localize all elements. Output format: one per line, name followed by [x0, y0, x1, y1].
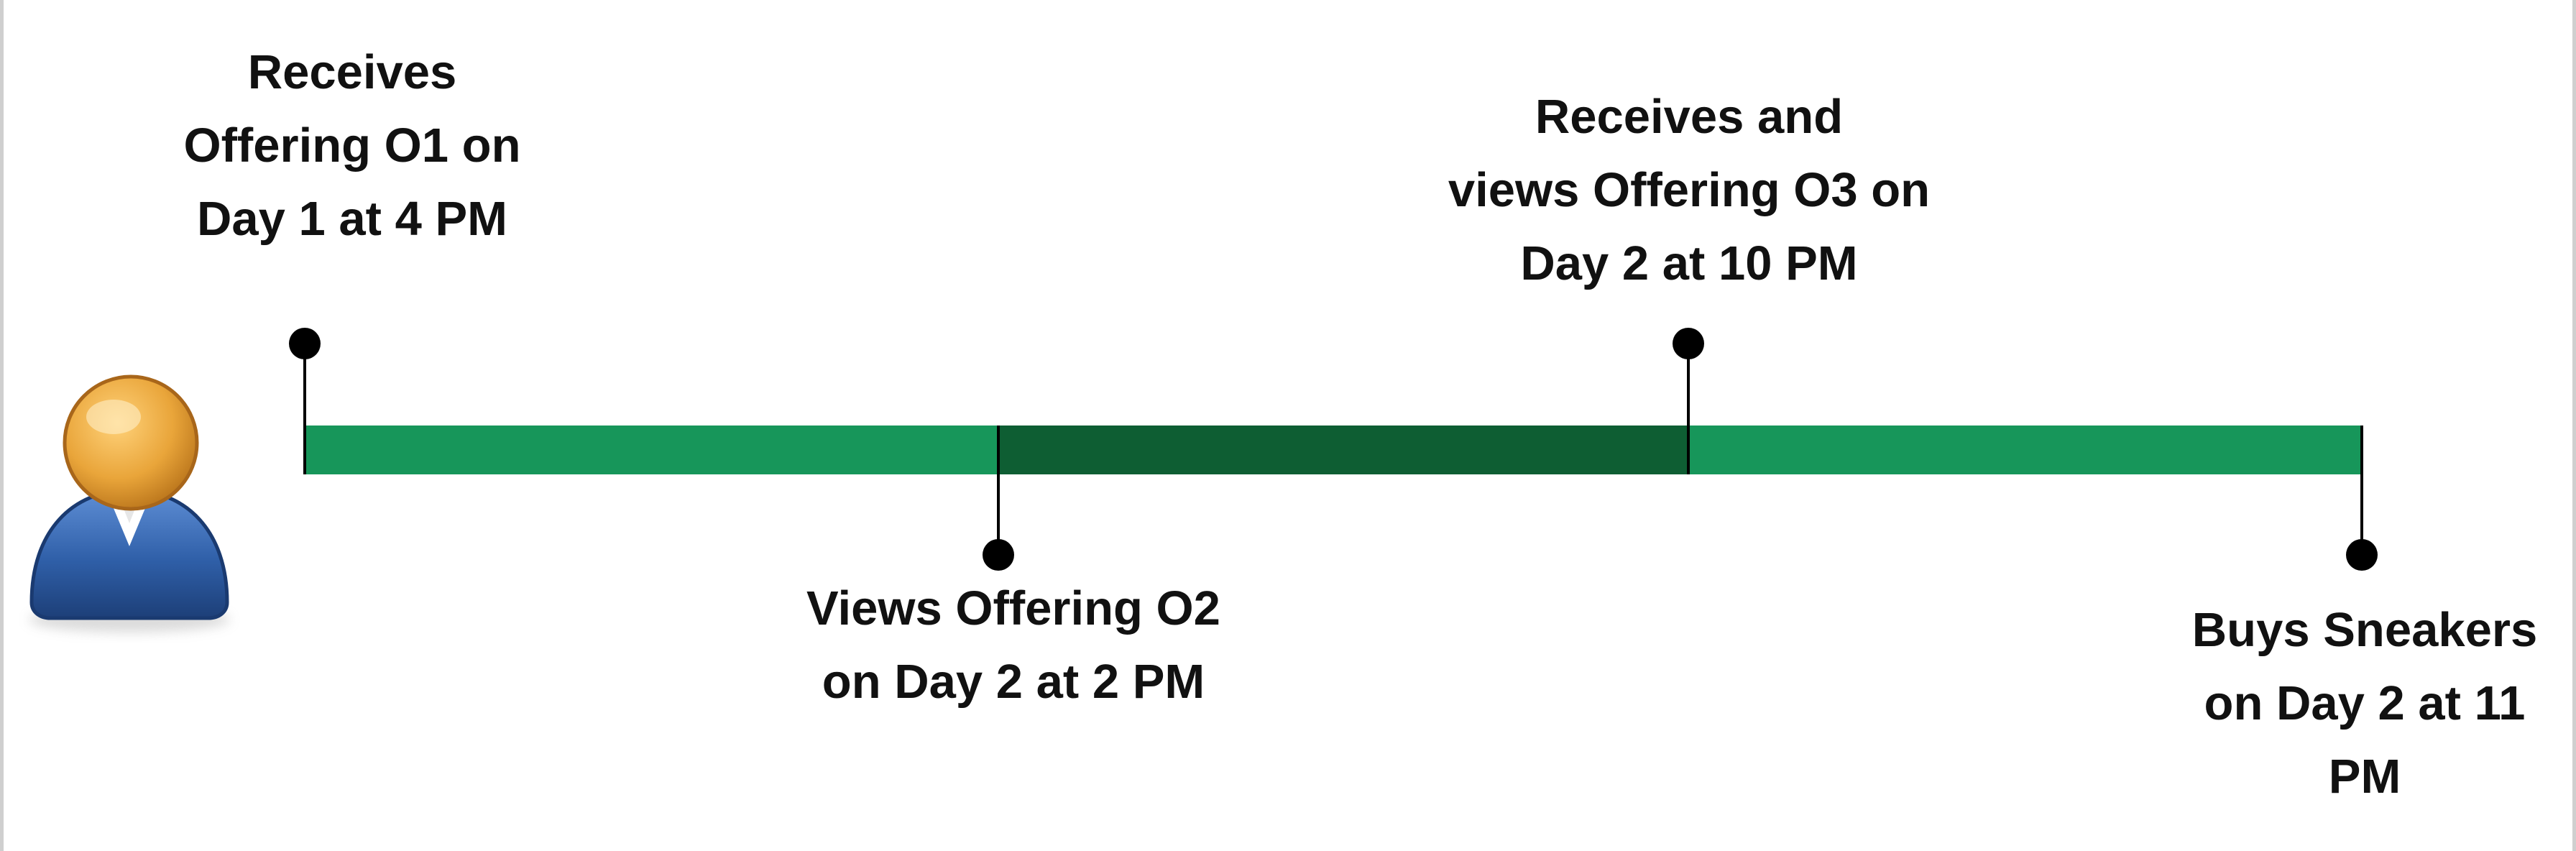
event-label-line: on Day 2 at 2 PM: [822, 655, 1205, 709]
event-label-line: Offering O1 on: [183, 119, 521, 172]
event-label-line: Views Offering O2: [806, 581, 1220, 635]
marker-buy: [2346, 426, 2378, 571]
event-label-buy: Buys Sneakers on Day 2 at 11 PM: [2156, 594, 2573, 814]
event-label-o2: Views Offering O2 on Day 2 at 2 PM: [755, 572, 1272, 719]
event-label-line: PM: [2328, 750, 2401, 804]
marker-o3: [1673, 328, 1704, 474]
event-label-line: Buys Sneakers: [2191, 603, 2538, 657]
user-avatar-icon: [29, 374, 230, 632]
marker-o2: [983, 426, 1014, 571]
marker-o1: [289, 328, 321, 474]
timeline-segment-1: [305, 426, 998, 474]
event-label-line: Receives and: [1535, 90, 1844, 144]
event-label-line: Day 1 at 4 PM: [197, 192, 507, 246]
event-label-line: views Offering O3 on: [1448, 163, 1931, 217]
event-label-line: on Day 2 at 11: [2204, 676, 2526, 730]
event-label-o3: Receives and views Offering O3 on Day 2 …: [1423, 80, 1955, 300]
left-border: [0, 0, 4, 851]
event-label-line: Receives: [247, 45, 457, 99]
event-label-line: Day 2 at 10 PM: [1520, 236, 1858, 290]
event-label-o1: Receives Offering O1 on Day 1 at 4 PM: [165, 36, 539, 256]
timeline-segment-2: [998, 426, 1688, 474]
timeline-segment-3: [1688, 426, 2362, 474]
right-border: [2572, 0, 2576, 851]
